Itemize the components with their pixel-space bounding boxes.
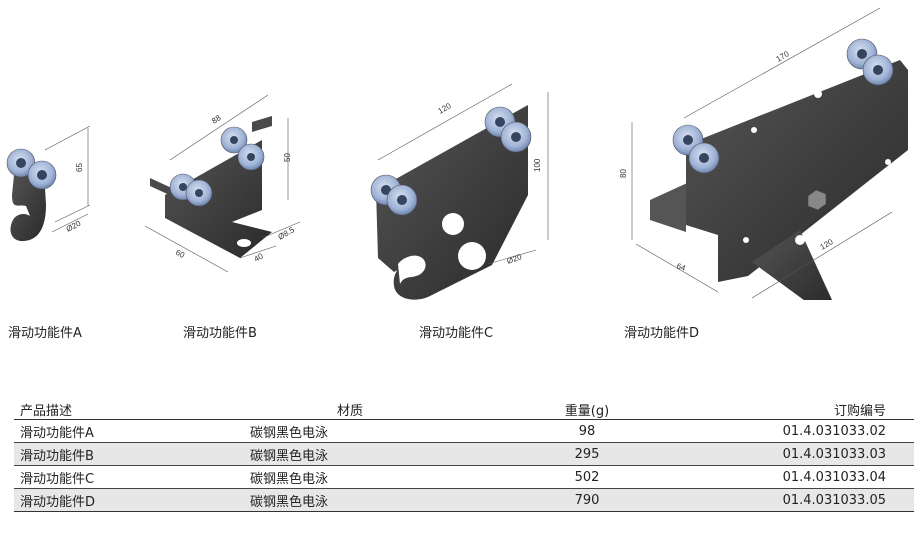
caption-part-c: 滑动功能件C: [419, 326, 494, 341]
caption-part-a: 滑动功能件A: [8, 326, 82, 341]
cell-order-code: 01.4.031033.03: [718, 442, 914, 466]
cell-weight: 502: [456, 465, 718, 489]
dim-d-top: 170: [775, 49, 792, 64]
cell-order-code: 01.4.031033.05: [718, 488, 914, 512]
dim-b-top: 88: [210, 113, 223, 126]
cell-description: 滑动功能件D: [14, 488, 206, 512]
table-row: 滑动功能件C 碳钢黑色电泳 502 01.4.031033.04: [14, 465, 914, 489]
table-row: 滑动功能件B 碳钢黑色电泳 295 01.4.031033.03: [14, 442, 914, 466]
table-header-row: 产品描述 材质 重量(g) 订购编号: [14, 399, 914, 420]
caption-part-b: 滑动功能件B: [183, 326, 257, 341]
caption-part-d: 滑动功能件D: [624, 326, 700, 341]
cell-material: 碳钢黑色电泳: [206, 442, 456, 466]
part-b-illustration: 88 50 60 40 Ø8.5: [144, 94, 301, 273]
cell-order-code: 01.4.031033.02: [718, 419, 914, 443]
part-c-illustration: 120 100 Ø20: [370, 83, 549, 300]
header-weight: 重量(g): [456, 399, 718, 420]
header-order-code: 订购编号: [718, 399, 914, 420]
dim-d-depth: 64: [675, 261, 687, 273]
cell-order-code: 01.4.031033.04: [718, 465, 914, 489]
cell-material: 碳钢黑色电泳: [206, 419, 456, 443]
cell-weight: 790: [456, 488, 718, 512]
product-spec-table: 产品描述 材质 重量(g) 订购编号 滑动功能件A 碳钢黑色电泳 98 01.4…: [14, 399, 914, 512]
header-material: 材质: [206, 399, 456, 420]
dim-c-wheel: Ø20: [506, 252, 524, 266]
dim-c-top: 120: [437, 101, 454, 116]
table-row: 滑动功能件D 碳钢黑色电泳 790 01.4.031033.05: [14, 488, 914, 512]
part-d-illustration: 170 80 64 120: [619, 7, 908, 300]
cell-description: 滑动功能件C: [14, 465, 206, 489]
dim-b-depth: 60: [174, 248, 187, 260]
cell-description: 滑动功能件B: [14, 442, 206, 466]
part-a-illustration: 65 Ø20: [6, 125, 91, 242]
cell-description: 滑动功能件A: [14, 419, 206, 443]
dim-c-height: 100: [533, 158, 542, 172]
dim-a-wheel: Ø20: [65, 218, 83, 233]
cell-weight: 295: [456, 442, 718, 466]
cell-material: 碳钢黑色电泳: [206, 465, 456, 489]
cell-material: 碳钢黑色电泳: [206, 488, 456, 512]
product-illustrations: 65 Ø20 88 50 60 40 Ø8.5: [6, 7, 908, 300]
cell-weight: 98: [456, 419, 718, 443]
dim-d-height: 80: [619, 169, 628, 178]
dim-b-hole: Ø8.5: [277, 225, 297, 242]
dim-b-height: 50: [283, 153, 292, 162]
header-description: 产品描述: [14, 399, 206, 420]
dim-a-height: 65: [75, 163, 84, 172]
dim-d-bottom: 120: [819, 237, 836, 252]
table-row: 滑动功能件A 碳钢黑色电泳 98 01.4.031033.02: [14, 419, 914, 443]
